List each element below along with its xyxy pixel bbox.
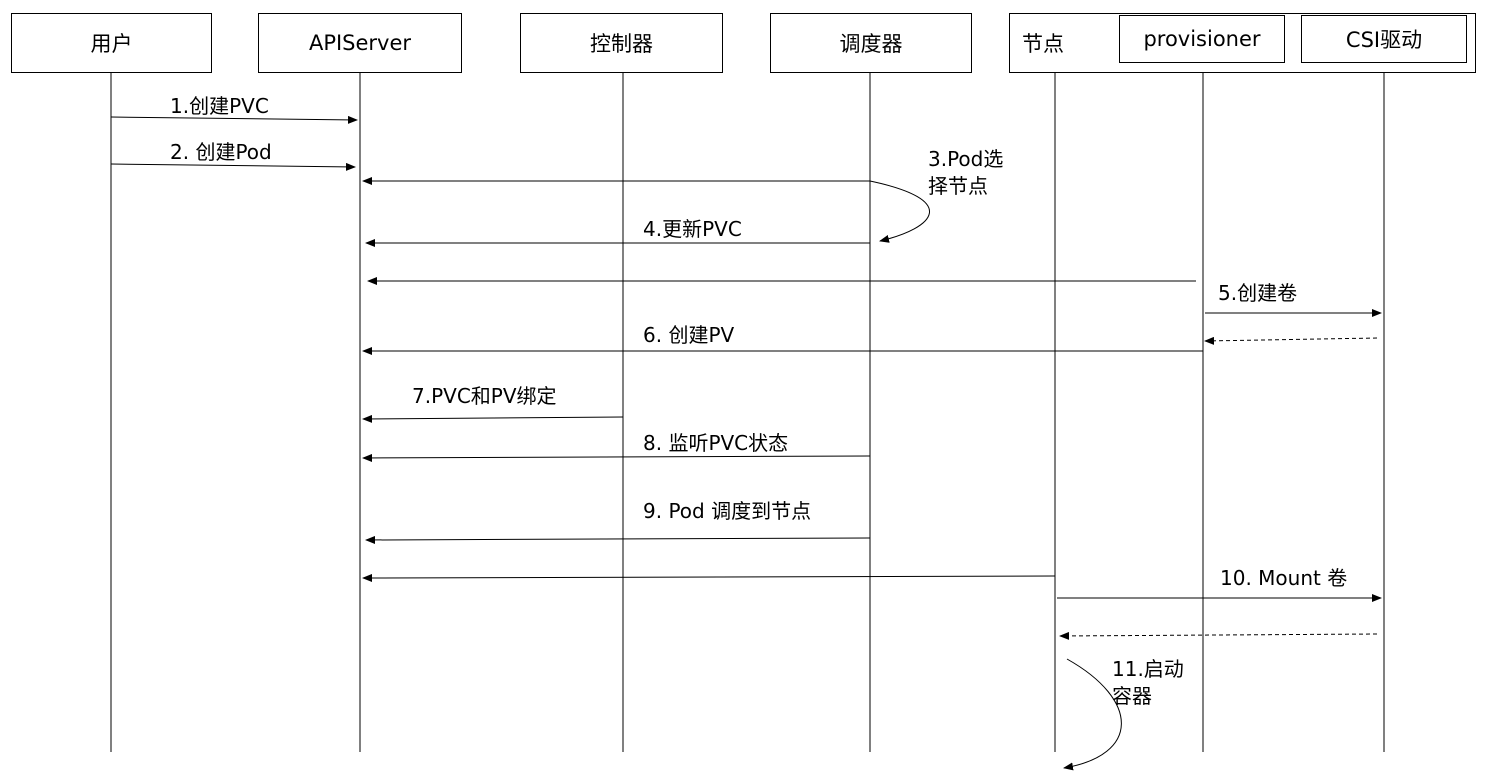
return-step-10 xyxy=(1059,631,1378,640)
label-step-4: 4.更新PVC xyxy=(643,217,742,241)
actor-csi: CSI驱动 xyxy=(1301,15,1467,63)
label-step-11: 11.启动 容器 xyxy=(1112,657,1184,708)
selfloop-step-3 xyxy=(869,180,930,243)
arrow-step-8 xyxy=(362,453,871,462)
selfloop-step-11 xyxy=(1063,658,1122,771)
label-step-8: 8. 监听PVC状态 xyxy=(643,431,789,455)
actor-scheduler: 调度器 xyxy=(770,13,972,73)
arrow-node-to-apiserver xyxy=(362,573,1056,582)
label-step-2: 2. 创建Pod xyxy=(170,140,272,164)
arrow-step-9 xyxy=(365,535,871,544)
actor-node-label: 节点 xyxy=(1022,32,1064,56)
arrow-step-2 xyxy=(110,162,356,171)
label-step-5: 5.创建卷 xyxy=(1218,281,1298,305)
return-step-5 xyxy=(1204,336,1378,345)
actor-provisioner: provisioner xyxy=(1119,15,1285,63)
label-step-1: 1.创建PVC xyxy=(170,94,269,118)
label-step-7: 7.PVC和PV绑定 xyxy=(412,384,557,408)
actor-controller: 控制器 xyxy=(520,13,723,73)
label-step-6: 6. 创建PV xyxy=(643,323,735,347)
arrow-step-1 xyxy=(110,115,358,124)
label-step-3: 3.Pod选 择节点 xyxy=(928,147,1004,198)
arrow-step-7 xyxy=(362,414,624,423)
label-step-10: 10. Mount 卷 xyxy=(1220,566,1348,590)
label-step-9: 9. Pod 调度到节点 xyxy=(643,499,812,523)
actor-apiserver: APIServer xyxy=(258,13,462,73)
actor-user: 用户 xyxy=(11,13,212,73)
